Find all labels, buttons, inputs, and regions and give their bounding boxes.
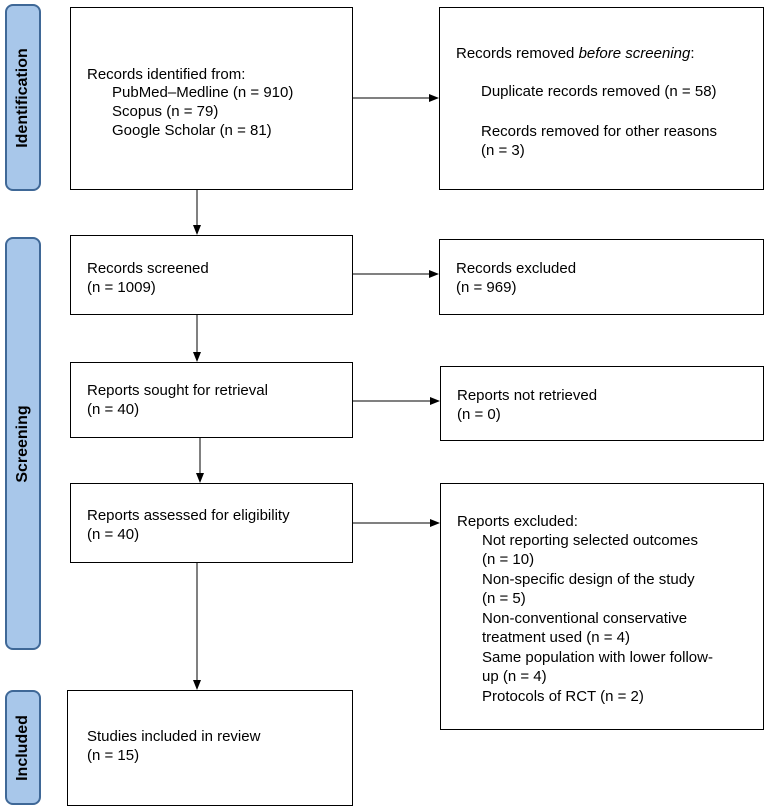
records-identified-title: Records identified from: xyxy=(87,66,246,83)
reason-line: Non-specific design of the study xyxy=(482,571,695,588)
reason-line: Protocols of RCT (n = 2) xyxy=(482,688,644,705)
phase-screening: Screening xyxy=(5,237,41,650)
records-excluded-box: Records excluded (n = 969) xyxy=(439,239,764,315)
studies-included-box: Studies included in review (n = 15) xyxy=(67,690,353,806)
source-google-scholar: Google Scholar (n = 81) xyxy=(112,122,272,139)
reports-not-retrieved-box: Reports not retrieved (n = 0) xyxy=(440,366,764,441)
reports-sought-box: Reports sought for retrieval (n = 40) xyxy=(70,362,353,438)
records-removed-title: Records removed before screening: xyxy=(456,45,695,62)
records-screened-count: (n = 1009) xyxy=(87,279,156,296)
reason-line: Same population with lower follow- xyxy=(482,649,713,666)
records-screened-label: Records screened xyxy=(87,260,209,277)
reason-line: Non-conventional conservative xyxy=(482,610,688,627)
reports-not-retrieved-label: Reports not retrieved xyxy=(457,387,598,404)
reports-excluded-title: Reports excluded: xyxy=(457,513,578,530)
other-removed-line2: (n = 3) xyxy=(481,142,525,159)
reports-assessed-count: (n = 40) xyxy=(87,526,140,543)
reason-line: up (n = 4) xyxy=(482,668,547,685)
phase-identification: Identification xyxy=(5,4,41,191)
reason-line: Not reporting selected outcomes xyxy=(482,532,698,549)
reports-assessed-box: Reports assessed for eligibility (n = 40… xyxy=(70,483,353,563)
source-scopus: Scopus (n = 79) xyxy=(112,103,219,120)
reports-assessed-label: Reports assessed for eligibility xyxy=(87,507,290,524)
reports-sought-count: (n = 40) xyxy=(87,401,140,418)
reason-line: (n = 10) xyxy=(482,551,535,568)
reports-excluded-box: Reports excluded: Not reporting selected… xyxy=(440,483,764,730)
records-identified-box: Records identified from: PubMed–Medline … xyxy=(70,7,353,190)
reason-line: treatment used (n = 4) xyxy=(482,629,630,646)
records-excluded-label: Records excluded xyxy=(456,260,577,277)
other-removed-line1: Records removed for other reasons xyxy=(481,123,717,140)
reports-not-retrieved-count: (n = 0) xyxy=(457,406,501,423)
reason-line: (n = 5) xyxy=(482,590,526,607)
duplicates-removed: Duplicate records removed (n = 58) xyxy=(481,83,717,100)
phase-included: Included xyxy=(5,690,41,805)
reports-sought-label: Reports sought for retrieval xyxy=(87,382,268,399)
records-removed-box: Records removed before screening: Duplic… xyxy=(439,7,764,190)
studies-included-count: (n = 15) xyxy=(87,747,140,764)
source-pubmed: PubMed–Medline (n = 910) xyxy=(112,84,294,101)
records-screened-box: Records screened (n = 1009) xyxy=(70,235,353,315)
studies-included-label: Studies included in review xyxy=(87,728,261,745)
records-excluded-count: (n = 969) xyxy=(456,279,517,296)
